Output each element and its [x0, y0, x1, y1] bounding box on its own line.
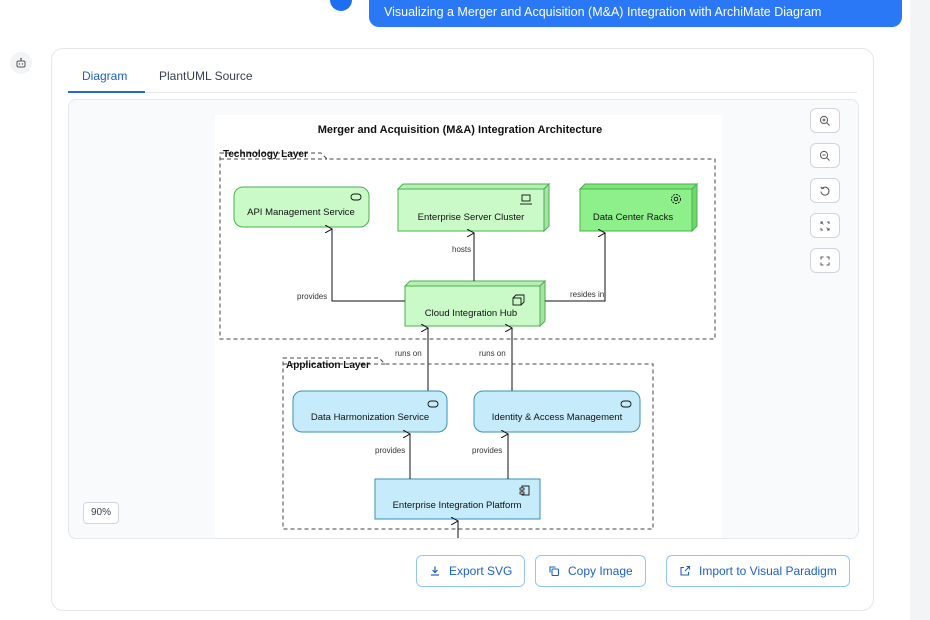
- robot-icon: [16, 57, 26, 68]
- fit-icon: [820, 221, 830, 230]
- enterprise-server-cluster-node[interactable]: Enterprise Server Cluster: [396, 182, 551, 233]
- gear-icon: [671, 194, 681, 204]
- svg-text:resides in: resides in: [570, 290, 604, 299]
- data-harmonization-service-node[interactable]: Data Harmonization Service: [292, 390, 448, 433]
- service-icon: [350, 193, 362, 201]
- user-avatar: [330, 0, 352, 11]
- api-management-service-node[interactable]: API Management Service: [233, 186, 370, 228]
- fit-to-screen-button[interactable]: [810, 213, 840, 238]
- tab-plantuml-source[interactable]: PlantUML Source: [159, 69, 253, 83]
- svg-text:provides: provides: [297, 292, 327, 301]
- svg-text:hosts: hosts: [452, 245, 471, 254]
- cloud-integration-hub-node[interactable]: Cloud Integration Hub: [403, 279, 547, 328]
- import-visual-paradigm-label: Import to Visual Paradigm: [699, 564, 837, 578]
- edge-resides-in: resides in: [545, 233, 605, 302]
- svg-text:Enterprise Server Cluster: Enterprise Server Cluster: [418, 212, 525, 223]
- svg-text:provides: provides: [375, 446, 405, 455]
- export-svg-label: Export SVG: [449, 564, 513, 578]
- zoom-out-icon: [819, 150, 830, 161]
- svg-text:runs on: runs on: [479, 349, 506, 358]
- edge-runs-on-right: runs on: [479, 328, 512, 391]
- technology-layer-group: Technology Layer: [219, 149, 716, 340]
- data-center-racks-node[interactable]: Data Center Racks: [578, 182, 699, 233]
- edge-provides-harmonization: provides: [375, 434, 410, 479]
- svg-text:provides: provides: [472, 446, 502, 455]
- diagram-viewer[interactable]: Merger and Acquisition (M&A) Integration…: [68, 99, 859, 539]
- svg-text:Cloud Integration Hub: Cloud Integration Hub: [425, 308, 517, 319]
- technology-layer-label: Technology Layer: [223, 149, 308, 160]
- component-icon: [519, 485, 530, 496]
- node-icon: [512, 294, 525, 306]
- download-icon: [431, 566, 439, 576]
- external-link-icon: [680, 565, 691, 576]
- diagram-canvas[interactable]: Merger and Acquisition (M&A) Integration…: [215, 115, 722, 538]
- zoom-level-indicator: 90%: [83, 502, 119, 524]
- svg-text:Identity & Access Management: Identity & Access Management: [492, 412, 623, 423]
- active-tab-indicator: [68, 91, 145, 93]
- response-card: Diagram PlantUML Source Merger and Acqui…: [51, 48, 874, 611]
- edge-hosts: hosts: [452, 233, 474, 281]
- application-layer-group: Application Layer: [282, 357, 654, 530]
- copy-icon: [549, 566, 560, 577]
- export-svg-button[interactable]: Export SVG: [416, 555, 526, 587]
- import-visual-paradigm-button[interactable]: Import to Visual Paradigm: [666, 555, 850, 587]
- svg-text:API Management Service: API Management Service: [247, 207, 355, 218]
- enterprise-integration-platform-node[interactable]: Enterprise Integration Platform: [374, 478, 541, 520]
- device-icon: [520, 194, 532, 205]
- svg-text:runs on: runs on: [395, 349, 422, 358]
- tab-diagram[interactable]: Diagram: [82, 69, 128, 83]
- zoom-in-icon: [819, 115, 830, 126]
- application-layer-label: Application Layer: [286, 360, 370, 371]
- reset-zoom-button[interactable]: [810, 178, 840, 203]
- edge-runs-on-left: runs on: [395, 328, 428, 391]
- fullscreen-button[interactable]: [810, 248, 840, 273]
- bot-avatar: [10, 52, 32, 74]
- tab-bar: Diagram PlantUML Source: [68, 67, 857, 93]
- identity-access-management-node[interactable]: Identity & Access Management: [473, 390, 641, 433]
- svg-text:Data Center Racks: Data Center Racks: [593, 212, 674, 223]
- diagram-title: Merger and Acquisition (M&A) Integration…: [318, 124, 603, 136]
- svg-text:Data Harmonization Service: Data Harmonization Service: [311, 412, 429, 423]
- reset-icon: [820, 186, 830, 196]
- service-icon: [427, 400, 439, 408]
- copy-image-label: Copy Image: [568, 564, 633, 578]
- zoom-out-button[interactable]: [810, 143, 840, 168]
- service-icon: [620, 400, 632, 408]
- user-message-bubble: Visualizing a Merger and Acquisition (M&…: [369, 0, 902, 27]
- edge-provides-identity: provides: [472, 434, 508, 479]
- edge-provides-api: provides: [297, 229, 405, 302]
- zoom-in-button[interactable]: [810, 108, 840, 133]
- copy-image-button[interactable]: Copy Image: [535, 555, 646, 587]
- scrollbar-track[interactable]: [910, 0, 930, 620]
- fullscreen-icon: [820, 256, 830, 265]
- svg-text:Enterprise Integration Platfor: Enterprise Integration Platform: [393, 500, 522, 511]
